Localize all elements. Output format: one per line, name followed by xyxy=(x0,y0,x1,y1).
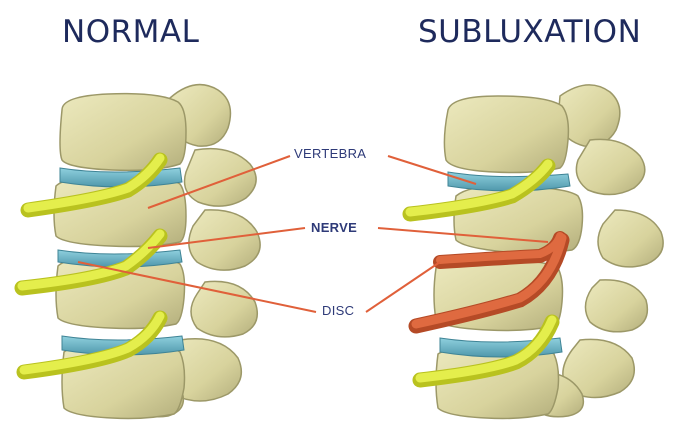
leader-nerve-left xyxy=(147,227,306,249)
normal-vertebra-1 xyxy=(59,92,187,172)
leader-vertebra-left xyxy=(147,155,291,209)
subluxation-spine xyxy=(402,84,664,420)
leader-disc-right xyxy=(365,261,441,313)
normal-nerves-highlight xyxy=(17,153,165,375)
subluxation-vertebra-bodies xyxy=(433,95,584,420)
pinched-nerves-highlight xyxy=(411,232,567,329)
label-nerve: NERVE xyxy=(311,220,358,235)
leader-nerve-right xyxy=(377,227,549,243)
heading-normal: NORMAL xyxy=(62,14,200,50)
leader-lines xyxy=(77,155,549,313)
label-vertebra: VERTEBRA xyxy=(294,146,367,161)
subluxation-healthy-nerves-highlight xyxy=(405,159,557,383)
leader-vertebra-right xyxy=(387,155,477,185)
label-disc: DISC xyxy=(322,303,355,318)
leader-disc-left xyxy=(77,261,317,313)
subluxation-vertebra-1 xyxy=(443,95,570,174)
normal-spine xyxy=(14,83,261,420)
heading-subluxation: SUBLUXATION xyxy=(418,14,642,50)
